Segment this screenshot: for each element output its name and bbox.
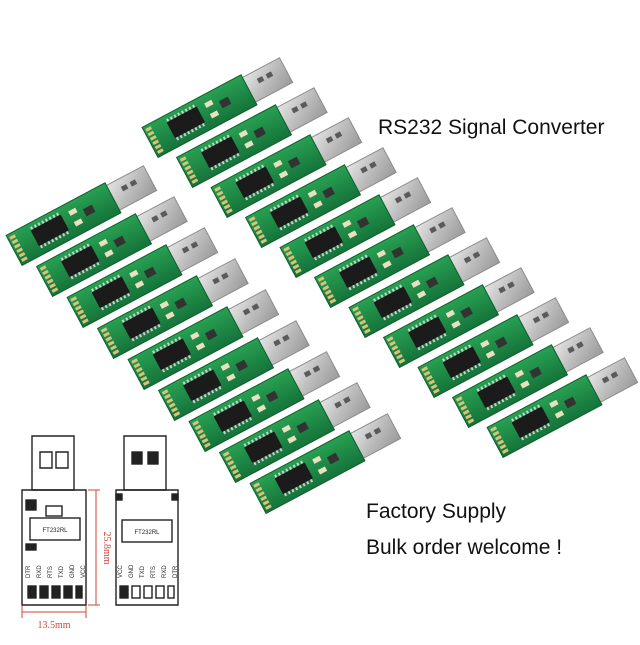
- front-row-board: [96, 258, 249, 360]
- pin-labels-left: DTR RXD RTS TXD GND VCC: [26, 564, 87, 578]
- front-row-board: [127, 289, 280, 391]
- back-row-board: [210, 117, 363, 219]
- dimension-lines: [21, 489, 100, 618]
- back-row-board: [382, 267, 535, 369]
- width-dimension-label: 13.5mm: [37, 620, 70, 631]
- front-row-boards: [5, 165, 402, 515]
- pin-label: RXD: [162, 565, 168, 578]
- pin-label: VCC: [118, 565, 124, 578]
- pin-label: GND: [70, 564, 76, 578]
- front-row-board: [249, 413, 402, 515]
- tagline-factory-supply: Factory Supply: [366, 500, 507, 523]
- schematic-left: [21, 435, 87, 606]
- pin-label: RTS: [151, 566, 157, 578]
- pin-label: TXD: [59, 565, 65, 578]
- front-row-board: [66, 227, 219, 329]
- pin-label: RTS: [48, 566, 54, 578]
- schematic-chip-label-right: FT232RL: [134, 530, 160, 536]
- back-row-board: [417, 297, 570, 399]
- schematic-right: [115, 435, 179, 606]
- back-row-board: [279, 177, 432, 279]
- pin-label: VCC: [81, 565, 87, 578]
- pin-label: RXD: [37, 565, 43, 578]
- back-row-board: [348, 237, 501, 339]
- back-row-board: [244, 147, 397, 249]
- product-title: RS232 Signal Converter: [378, 116, 605, 139]
- front-row-board: [157, 320, 310, 422]
- back-row-boards: [141, 57, 639, 459]
- back-row-board: [451, 327, 604, 429]
- back-row-board: [141, 57, 294, 159]
- back-row-board: [486, 357, 639, 459]
- front-row-board: [218, 382, 371, 484]
- tagline-bulk-order: Bulk order welcome !: [366, 536, 563, 559]
- pin-labels-right: VCC GND TXD RTS RXD DTR: [118, 564, 179, 578]
- front-row-board: [5, 165, 158, 267]
- height-dimension-label: 25.8mm: [101, 531, 112, 564]
- pin-label: TXD: [140, 565, 146, 578]
- schematic-chip-label: FT232RL: [42, 528, 68, 534]
- front-row-board: [35, 196, 188, 298]
- pin-label: DTR: [26, 565, 32, 578]
- pin-label: DTR: [173, 565, 179, 578]
- front-row-board: [188, 351, 341, 453]
- pin-label: GND: [129, 564, 135, 578]
- back-row-board: [175, 87, 328, 189]
- back-row-board: [313, 207, 466, 309]
